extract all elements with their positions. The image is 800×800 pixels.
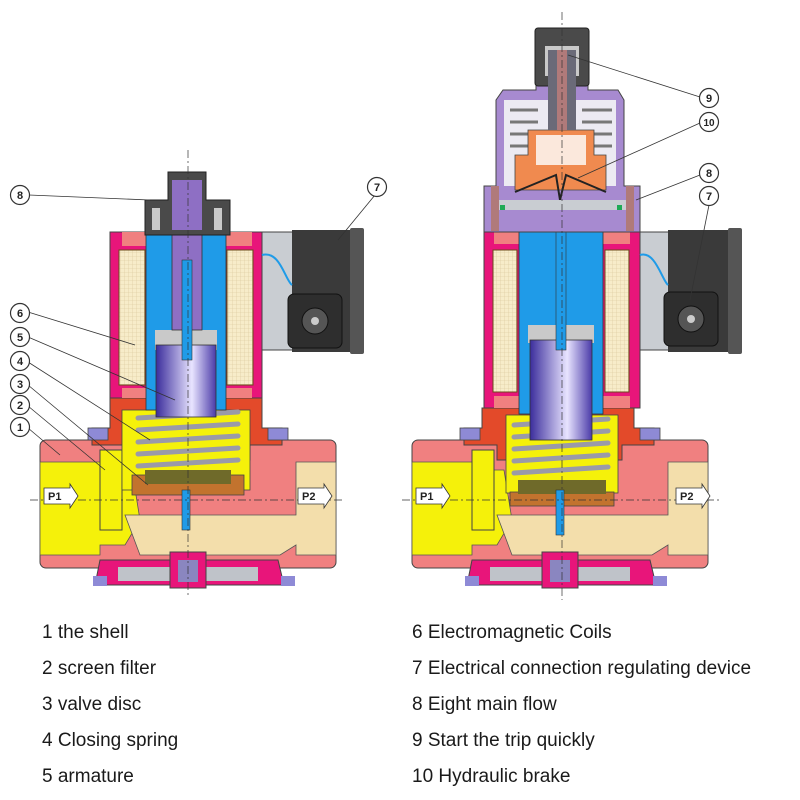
legend-item-3: 3 valve disc bbox=[42, 694, 142, 715]
right-p2-label: P2 bbox=[680, 491, 693, 503]
right-valve: P1 P2 9 10 8 7 bbox=[402, 12, 742, 600]
right-outlet-chamber bbox=[496, 461, 709, 556]
left-valve: P1 P2 8 7 6 5 bbox=[9, 150, 388, 598]
legend-item-4: 4 Closing spring bbox=[42, 730, 179, 751]
legend-item-10: 10 Hydraulic brake bbox=[412, 766, 571, 787]
valve-diagram: P1 P2 8 7 6 5 bbox=[9, 12, 742, 600]
svg-text:10: 10 bbox=[703, 118, 715, 129]
left-p2-label: P2 bbox=[302, 491, 315, 503]
left-outlet-chamber bbox=[124, 461, 337, 556]
legend-item-1: 1 the shell bbox=[42, 622, 129, 643]
legend-item-7: 7 Electrical connection regulating devic… bbox=[412, 658, 752, 679]
svg-text:8: 8 bbox=[17, 190, 23, 202]
svg-text:5: 5 bbox=[17, 332, 23, 344]
legend-right: 6 Electromagnetic Coils 7 Electrical con… bbox=[412, 615, 751, 795]
right-p2-arrow: P2 bbox=[675, 482, 711, 510]
right-screen-filter bbox=[471, 449, 495, 531]
right-callout-7: 7 bbox=[698, 185, 720, 207]
left-callout-7: 7 bbox=[366, 176, 388, 198]
left-p1-label: P1 bbox=[48, 491, 61, 503]
right-armature bbox=[529, 339, 593, 441]
left-p1-arrow: P1 bbox=[43, 482, 79, 510]
legend-item-8: 8 Eight main flow bbox=[412, 694, 557, 715]
svg-text:7: 7 bbox=[706, 191, 712, 203]
legend-item-6: 6 Electromagnetic Coils bbox=[412, 622, 612, 643]
left-callout-1: 1 bbox=[9, 416, 31, 438]
svg-text:6: 6 bbox=[17, 308, 23, 320]
svg-text:1: 1 bbox=[17, 422, 23, 434]
right-callout-10: 10 bbox=[698, 111, 720, 133]
left-coil bbox=[118, 249, 146, 386]
svg-text:7: 7 bbox=[374, 182, 380, 194]
left-callout-6: 6 bbox=[9, 302, 31, 324]
right-coil bbox=[492, 249, 518, 393]
legend-item-9: 9 Start the trip quickly bbox=[412, 730, 595, 751]
left-p2-arrow: P2 bbox=[297, 482, 333, 510]
svg-text:4: 4 bbox=[17, 356, 24, 368]
svg-text:2: 2 bbox=[17, 400, 23, 412]
legend-item-5: 5 armature bbox=[42, 766, 134, 787]
svg-text:8: 8 bbox=[706, 168, 712, 180]
left-callout-3: 3 bbox=[9, 373, 31, 395]
left-callout-8: 8 bbox=[9, 184, 31, 206]
right-callout-8: 8 bbox=[698, 162, 720, 184]
right-p1-arrow: P1 bbox=[415, 482, 451, 510]
svg-text:9: 9 bbox=[706, 93, 712, 105]
right-inlet-chamber bbox=[411, 461, 513, 556]
left-screen-filter bbox=[99, 449, 123, 531]
left-callout-4: 4 bbox=[9, 350, 31, 372]
left-callout-2: 2 bbox=[9, 394, 31, 416]
legend-item-2: 2 screen filter bbox=[42, 658, 157, 679]
legend-left: 1 the shell 2 screen filter 3 valve disc… bbox=[42, 615, 178, 795]
right-callout-9: 9 bbox=[698, 87, 720, 109]
right-p1-label: P1 bbox=[420, 491, 433, 503]
svg-text:3: 3 bbox=[17, 379, 23, 391]
left-callout-5: 5 bbox=[9, 326, 31, 348]
